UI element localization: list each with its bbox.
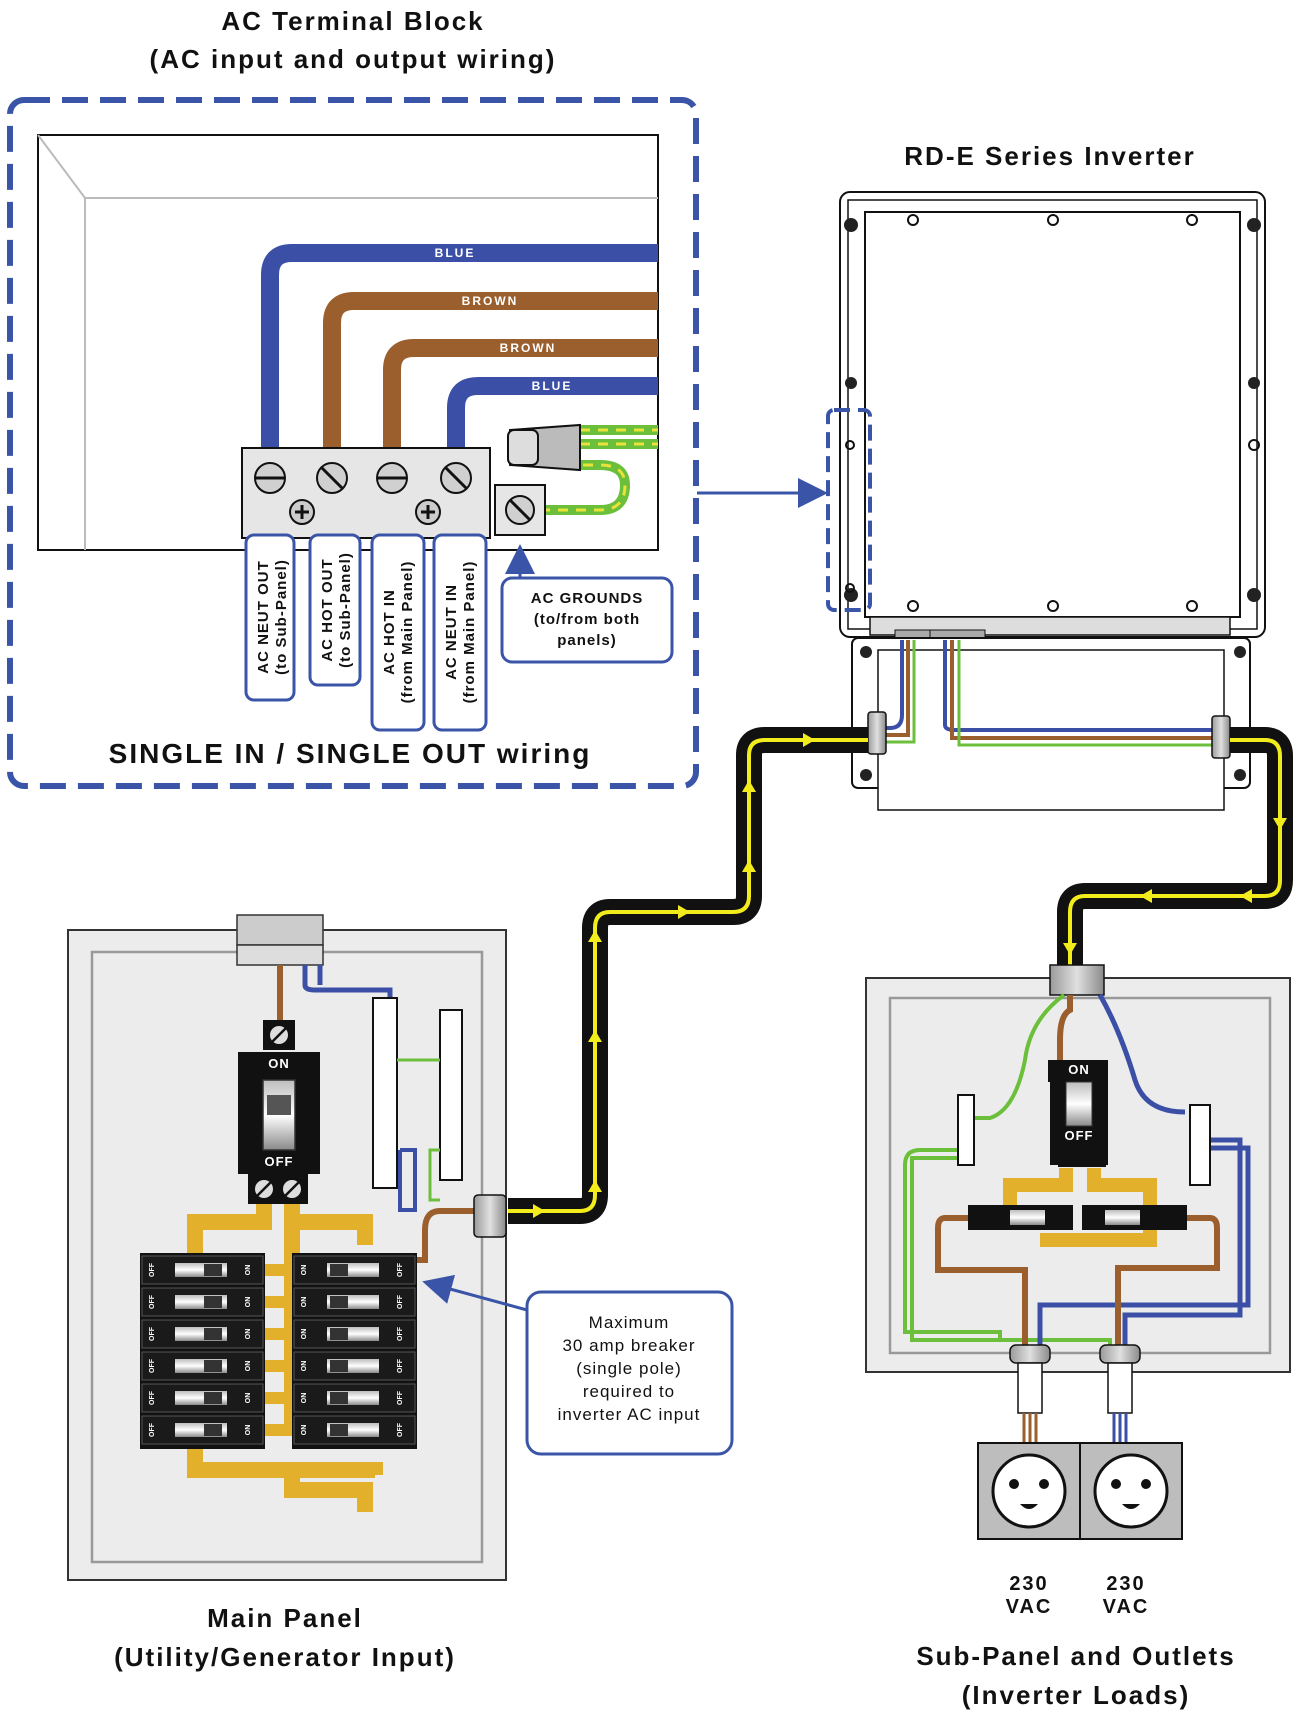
branch-breaker-off-label: OFF [397, 1294, 404, 1309]
branch-breaker-off-label: OFF [397, 1326, 404, 1341]
branch-breaker-on-label: ON [301, 1425, 308, 1436]
branch-breaker-off-label: OFF [397, 1390, 404, 1405]
terminal-block-location [826, 408, 872, 612]
grounds-callout [500, 576, 674, 664]
branch-breaker-on-label: ON [301, 1297, 308, 1308]
branch-breaker-right-1: OFF ON [293, 1255, 416, 1285]
branch-breaker-right-6: OFF ON [293, 1415, 416, 1445]
branch-breaker-off-label: OFF [149, 1422, 156, 1437]
branch-breaker-on-label: ON [245, 1425, 252, 1436]
bus-finger [265, 1392, 292, 1404]
branch-breaker-on-label: ON [245, 1297, 252, 1308]
outlet-left-voltage: 230 [1009, 1573, 1048, 1595]
label-neut-out-2: (to Sub-Panel) [273, 559, 290, 675]
main-breaker-off: OFF [265, 1154, 294, 1169]
label-neut-in-1: AC NEUT IN [443, 584, 460, 680]
outlet-left-unit: VAC [1006, 1596, 1053, 1618]
branch-breaker-right-2: OFF ON [293, 1287, 416, 1317]
sub-panel-title: Sub-Panel and Outlets [916, 1641, 1235, 1671]
sub-panel-subtitle: (Inverter Loads) [962, 1680, 1191, 1710]
breaker-callout [525, 1290, 734, 1456]
branch-breaker-right-4: OFF ON [293, 1351, 416, 1381]
branch-breaker-on-label: ON [245, 1329, 252, 1340]
main-breaker-on: ON [268, 1056, 290, 1071]
brown-wire-hot-in [383, 339, 658, 450]
wire-label-blue-2: BLUE [532, 379, 573, 393]
wiring-mode-label: SINGLE IN / SINGLE OUT wiring [109, 738, 592, 769]
terminal-block-detail: BLUE BROWN BROWN BLUE AC NEUT OUT (to Su… [7, 97, 699, 789]
label-grounds-3: panels) [557, 632, 617, 649]
terminal-block-title: AC Terminal Block [221, 6, 484, 36]
inverter [826, 191, 1266, 811]
blue-wire-neut-in [447, 377, 658, 450]
sub-breaker-on: ON [1068, 1062, 1090, 1077]
sub-breaker-off: OFF [1065, 1128, 1094, 1143]
callout-line-1: Maximum [589, 1313, 670, 1332]
label-hot-in-2: (from Main Panel) [399, 561, 416, 704]
label-hot-in-1: AC HOT IN [381, 589, 398, 675]
label-hot-out-2: (to Sub-Panel) [337, 552, 354, 668]
outlet-right-voltage: 230 [1106, 1573, 1145, 1595]
branch-breaker-off-label: OFF [397, 1358, 404, 1373]
label-neut-out-1: AC NEUT OUT [255, 560, 272, 674]
bus-finger [265, 1424, 292, 1436]
callout-line-4: required to [583, 1382, 675, 1401]
bus-finger [265, 1264, 292, 1276]
inverter-title: RD-E Series Inverter [904, 141, 1195, 171]
label-grounds-2: (to/from both [534, 611, 640, 628]
branch-breaker-on-label: ON [301, 1265, 308, 1276]
callout-line-5: inverter AC input [558, 1405, 701, 1424]
label-hot-out-1: AC HOT OUT [319, 558, 336, 661]
wire-label-blue-1: BLUE [435, 246, 476, 260]
terminal-block-subtitle: (AC input and output wiring) [150, 44, 557, 74]
branch-breaker-off-label: OFF [149, 1294, 156, 1309]
branch-breaker-off-label: OFF [149, 1390, 156, 1405]
branch-breaker-left-3: OFF ON [141, 1319, 264, 1349]
branch-breaker-off-label: OFF [149, 1326, 156, 1341]
callout-line-3: (single pole) [576, 1359, 682, 1378]
branch-breaker-off-label: OFF [397, 1262, 404, 1277]
branch-breaker-off-label: OFF [149, 1262, 156, 1277]
branch-breaker-left-5: OFF ON [141, 1383, 264, 1413]
label-grounds-1: AC GROUNDS [531, 590, 644, 607]
brown-wire-hot-out [323, 292, 658, 450]
bus-finger [265, 1360, 292, 1372]
cables [508, 727, 1293, 1224]
cable-main-to-inverter [508, 727, 868, 1224]
branch-breaker-off-label: OFF [149, 1358, 156, 1373]
branch-breaker-on-label: ON [301, 1329, 308, 1340]
wire-label-brown-1: BROWN [462, 294, 519, 308]
branch-breaker-left-2: OFF ON [141, 1287, 264, 1317]
callout-line-2: 30 amp breaker [562, 1336, 695, 1355]
main-panel-title: Main Panel [207, 1603, 363, 1633]
branch-breaker-on-label: ON [245, 1265, 252, 1276]
branch-breaker-right-5: OFF ON [293, 1383, 416, 1413]
branch-breaker-left-1: OFF ON [141, 1255, 264, 1285]
branch-breaker-on-label: ON [301, 1393, 308, 1404]
wire-label-brown-2: BROWN [500, 341, 557, 355]
branch-breaker-off-label: OFF [397, 1422, 404, 1437]
terminal-strip [241, 447, 491, 539]
inverter-face [864, 211, 1241, 618]
main-panel-subtitle: (Utility/Generator Input) [114, 1642, 456, 1672]
branch-breaker-left-6: OFF ON [141, 1415, 264, 1445]
outlet-right-unit: VAC [1103, 1596, 1150, 1618]
bus-finger [265, 1296, 292, 1308]
sub-panel: ON OFF [865, 964, 1291, 1540]
branch-breaker-on-label: ON [301, 1361, 308, 1372]
branch-breaker-left-4: OFF ON [141, 1351, 264, 1381]
branch-breaker-on-label: ON [245, 1361, 252, 1372]
bus-finger [265, 1328, 292, 1340]
blue-wire-neut-out [261, 244, 658, 450]
label-neut-in-2: (from Main Panel) [461, 561, 478, 704]
branch-breaker-right-3: OFF ON [293, 1319, 416, 1349]
branch-breaker-on-label: ON [245, 1393, 252, 1404]
